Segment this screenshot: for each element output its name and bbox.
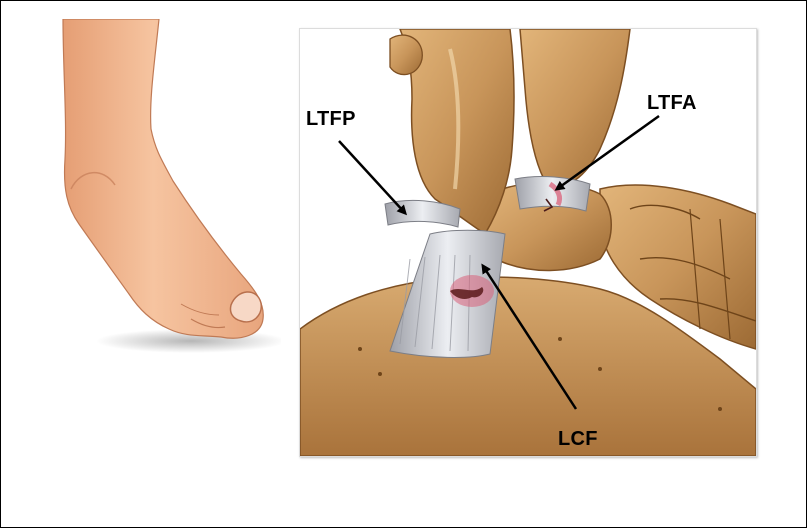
label-lcf: LCF xyxy=(558,429,598,449)
foot-illustration xyxy=(41,19,281,359)
label-ltfa: LTFA xyxy=(647,93,697,113)
label-ltfp: LTFP xyxy=(306,109,356,129)
